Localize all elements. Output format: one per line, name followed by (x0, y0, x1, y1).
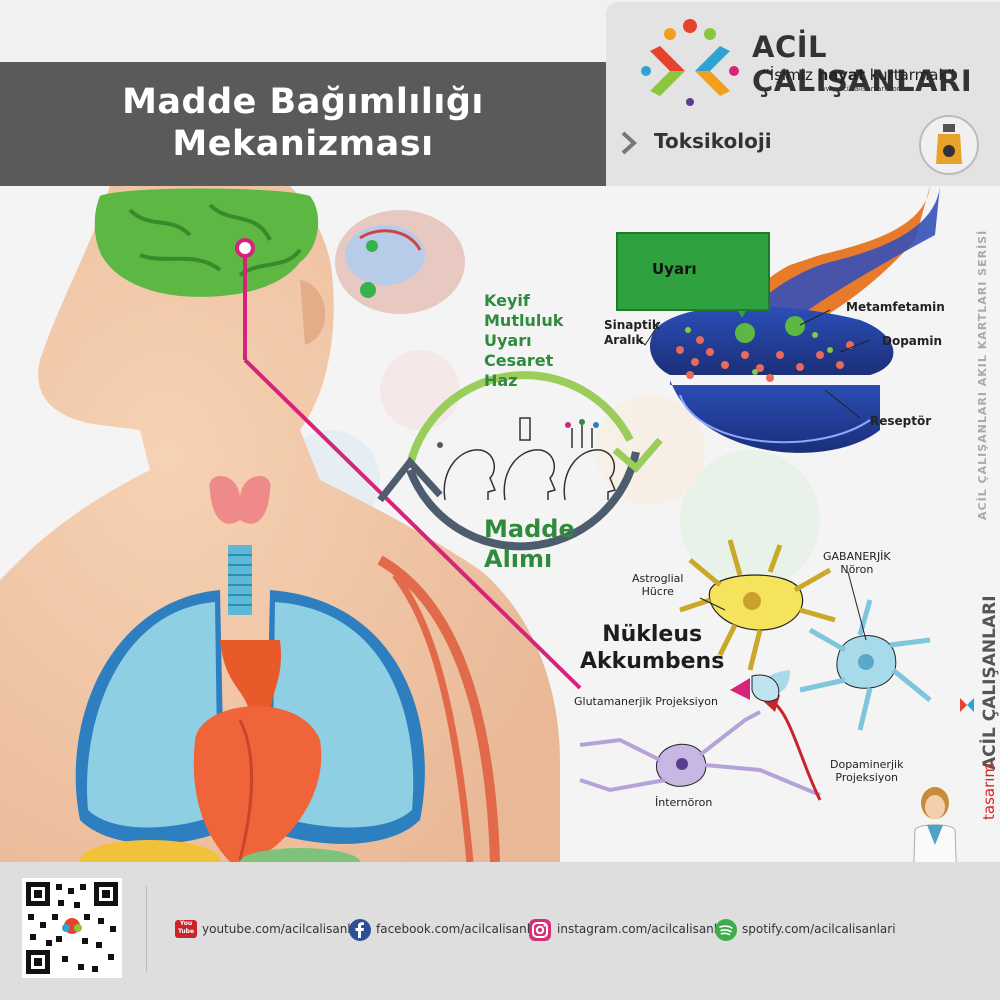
side-logo-icon (960, 698, 974, 712)
brain (94, 188, 319, 297)
synaptic-gap-label: Sinaptik Aralık (604, 318, 660, 347)
logo-icon (641, 19, 739, 106)
stimulus-box (616, 232, 770, 311)
qr-code-icon[interactable] (22, 878, 122, 978)
footer-divider (146, 886, 147, 972)
brand-url: www.acilcalisanlari.com (820, 85, 904, 93)
facebook-link[interactable]: facebook.com/acilcalisanlari (376, 922, 546, 936)
instagram-icon[interactable] (528, 918, 552, 942)
chevron-right-icon (621, 131, 637, 155)
thyroid (209, 476, 271, 524)
page-title-line1: Madde Bağımlılığı (122, 82, 484, 122)
series-vertical-label: ACİL ÇALIŞANLARI AKIL KARTLARI SERİSİ (976, 229, 989, 520)
dopaminergic-projection-label: Dopaminerjik Projeksiyon (830, 758, 904, 784)
side-brand-label: ACİL ÇALIŞANLARI (980, 595, 1000, 770)
design-label: tasarım (980, 762, 998, 820)
title-banner (0, 62, 606, 186)
substance-intake-label: Madde Alımı (484, 515, 575, 573)
aorta (377, 555, 500, 863)
brand-name: ACİL ÇALIŞANLARI (752, 30, 973, 98)
nucleus-accumbens-label: Nükleus Akkumbens (580, 622, 725, 674)
facebook-icon[interactable] (348, 918, 372, 942)
effect-item: Haz (484, 371, 518, 390)
youtube-link[interactable]: youtube.com/acilcalisanlari (202, 922, 367, 936)
brain-inset (335, 210, 465, 314)
gabaergic-neuron-label: GABANERJİK Nöron (823, 550, 891, 576)
effects-list: Keyif Mutluluk Uyarı Cesaret Haz (484, 291, 563, 391)
astroglial-cell-label: Astroglial Hücre (632, 572, 684, 598)
effect-item: Cesaret (484, 351, 554, 370)
effect-item: Keyif (484, 291, 530, 310)
heart (193, 640, 322, 862)
stimulus-label: Uyarı (652, 260, 697, 278)
neurons-diagram (579, 539, 932, 801)
receptor-label: Reseptör (870, 414, 932, 428)
effect-item: Mutluluk (484, 311, 564, 330)
dopamine-label: Dopamin (882, 334, 943, 348)
brand-slogan: “İşimiz hayat kurtarmak” (762, 66, 955, 84)
spotify-link[interactable]: spotify.com/acilcalisanlari (742, 922, 896, 936)
synapse-diagram (639, 186, 940, 453)
effect-item: Uyarı (484, 331, 532, 350)
glutamatergic-projection-label: Glutamanerjik Projeksiyon (574, 695, 718, 708)
interneuron-label: İnternöron (655, 796, 713, 809)
trachea (228, 545, 252, 615)
youtube-icon[interactable]: You Tube (175, 920, 197, 938)
footer-bar (0, 862, 1000, 1000)
cycle-diagram (377, 371, 663, 551)
poison-bottle-icon (919, 115, 979, 175)
category-label: Toksikoloji (654, 129, 772, 153)
instagram-link[interactable]: instagram.com/acilcalisanlari (557, 922, 733, 936)
lungs (75, 590, 425, 844)
spotify-icon[interactable] (714, 918, 738, 942)
page-title-line2: Mekanizması (172, 124, 434, 164)
pathway-line (235, 238, 582, 690)
methamphetamine-label: Metamfetamin (846, 300, 945, 314)
